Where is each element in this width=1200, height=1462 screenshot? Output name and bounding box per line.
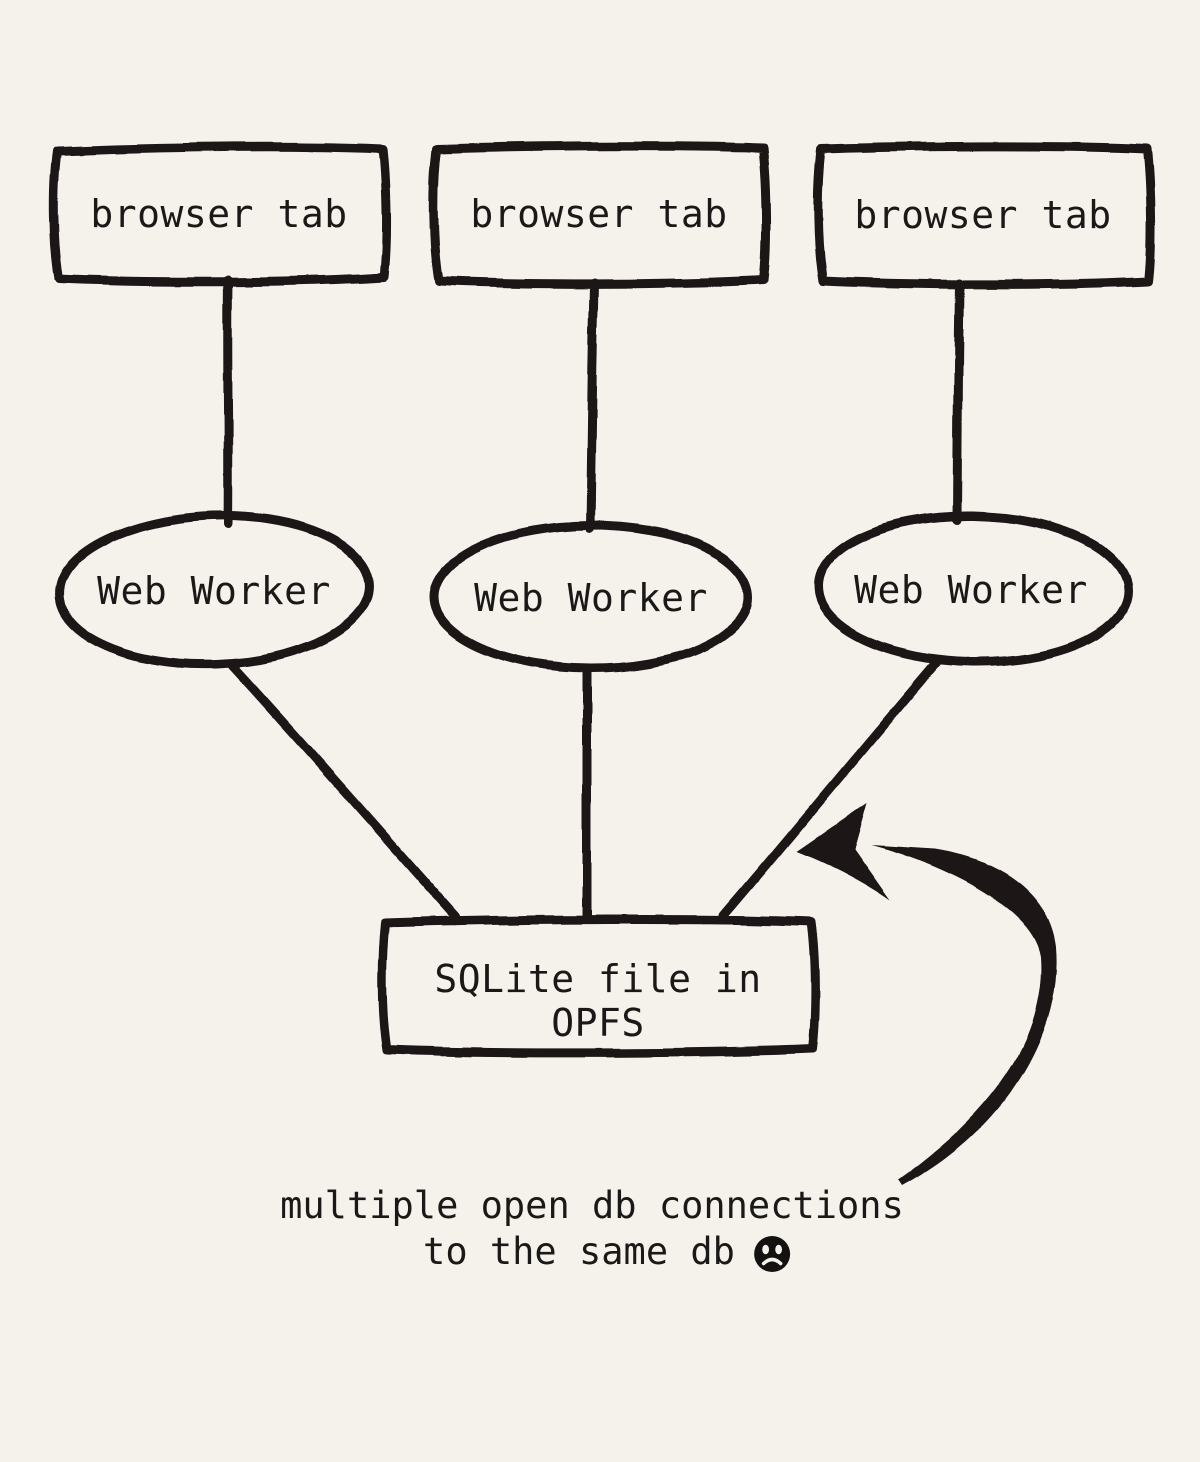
browser-tab-label-2: browser tab [470, 192, 728, 236]
sqlite-db-label-line1: SQLite file in [434, 957, 762, 1001]
connector-tab1-worker1 [223, 275, 233, 529]
curved-arrow-shaft [871, 845, 1057, 1187]
web-worker-label-2: Web Worker [474, 576, 708, 620]
web-worker-ellipse-3 [813, 511, 1133, 667]
sqlite-db-label-line2: OPFS [551, 1001, 645, 1045]
connector-worker1-db [228, 662, 461, 922]
web-worker-ellipse-1 [54, 511, 374, 669]
browser-tab-box-2 [429, 141, 772, 289]
connector-worker3-db [719, 657, 942, 920]
sqlite-db-label: SQLite file in OPFS [434, 957, 761, 1045]
browser-tab-box-1 [49, 142, 392, 287]
web-worker-label-1: Web Worker [97, 569, 331, 613]
caption-line1: multiple open db connections [280, 1184, 904, 1227]
connector-tab3-worker3 [952, 278, 964, 525]
frowning-face-icon [753, 1229, 791, 1275]
caption-line2-text: to the same db [423, 1230, 735, 1273]
browser-tab-box-3 [813, 141, 1156, 289]
curved-arrow-head [797, 803, 890, 900]
sqlite-db-box [377, 914, 820, 1058]
browser-tab-label-1: browser tab [90, 192, 348, 236]
caption: multiple open db connections to the same… [280, 1183, 904, 1275]
browser-tab-label-3: browser tab [854, 193, 1112, 237]
web-worker-label-3: Web Worker [854, 568, 1088, 612]
connector-tab2-worker2 [585, 278, 599, 534]
caption-line2: to the same db [310, 1229, 904, 1275]
